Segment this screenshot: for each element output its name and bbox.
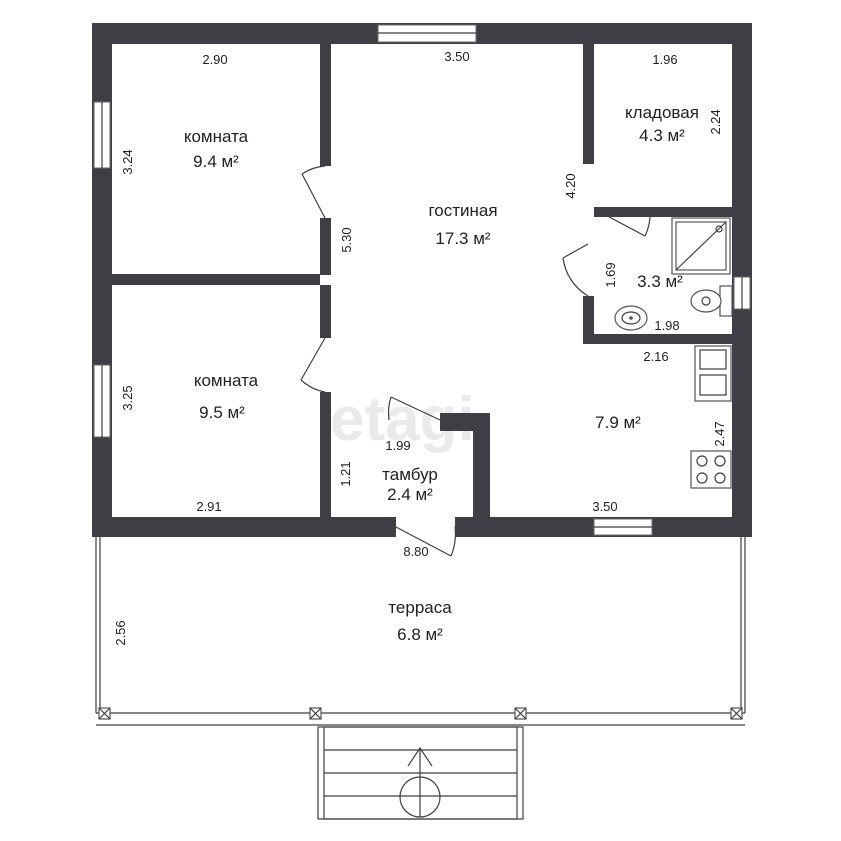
dimension-label: 5.30 bbox=[339, 227, 354, 252]
room-area: 17.3 м² bbox=[435, 229, 490, 248]
dimension-label: 1.21 bbox=[338, 461, 353, 486]
dimension-label: 3.50 bbox=[444, 49, 469, 64]
dimension-label: 3.24 bbox=[120, 149, 135, 174]
door bbox=[387, 396, 441, 421]
room-area: 4.3 м² bbox=[639, 126, 685, 145]
door bbox=[597, 210, 651, 237]
terrace-post bbox=[730, 707, 743, 720]
dimension-label: 3.50 bbox=[592, 499, 617, 514]
room-name: комната bbox=[184, 127, 249, 146]
door bbox=[300, 337, 326, 393]
window bbox=[733, 276, 751, 310]
room-name: гостиная bbox=[428, 201, 497, 220]
dimension-label: 2.24 bbox=[708, 109, 723, 134]
dimension-label: 2.56 bbox=[113, 620, 128, 645]
kitchen-sink-icon bbox=[694, 345, 732, 402]
door bbox=[562, 243, 589, 297]
room-name: терраса bbox=[388, 598, 452, 617]
dimension-label: 1.69 bbox=[603, 262, 618, 287]
entrance-arrow-icon bbox=[399, 746, 441, 818]
dimension-label: 1.96 bbox=[652, 52, 677, 67]
terrace-post bbox=[98, 707, 111, 720]
room-area: 6.8 м² bbox=[397, 625, 443, 644]
dimension-label: 2.16 bbox=[643, 349, 668, 364]
dimension-label: 3.25 bbox=[120, 385, 135, 410]
terrace-post bbox=[309, 707, 322, 720]
window bbox=[93, 101, 111, 169]
stove-icon bbox=[690, 450, 732, 489]
terrace bbox=[95, 536, 746, 726]
sink-icon bbox=[614, 305, 648, 331]
room-name: кладовая bbox=[625, 103, 699, 122]
terrace-post bbox=[514, 707, 527, 720]
room-area: 9.5 м² bbox=[199, 403, 245, 422]
room-name: комната bbox=[194, 371, 259, 390]
dimension-label: 1.98 bbox=[654, 318, 679, 333]
room-name: тамбур bbox=[382, 465, 438, 484]
dimension-label: 4.20 bbox=[563, 173, 578, 198]
window bbox=[377, 24, 477, 43]
window bbox=[593, 518, 653, 536]
walls bbox=[92, 23, 752, 537]
door bbox=[301, 165, 326, 219]
toilet-icon bbox=[690, 285, 733, 317]
room-area: 2.4 м² bbox=[387, 485, 433, 504]
door bbox=[395, 526, 456, 557]
dimension-label: 8.80 bbox=[403, 544, 428, 559]
room-area: 3.3 м² bbox=[637, 272, 683, 291]
dimension-label: 2.90 bbox=[202, 52, 227, 67]
window bbox=[93, 364, 111, 438]
shower-icon bbox=[671, 217, 731, 275]
dimension-label: 2.47 bbox=[712, 421, 727, 446]
room-area: 7.9 м² bbox=[595, 413, 641, 432]
dimension-label: 1.99 bbox=[385, 438, 410, 453]
room-area: 9.4 м² bbox=[193, 152, 239, 171]
dimension-label: 2.91 bbox=[196, 499, 221, 514]
